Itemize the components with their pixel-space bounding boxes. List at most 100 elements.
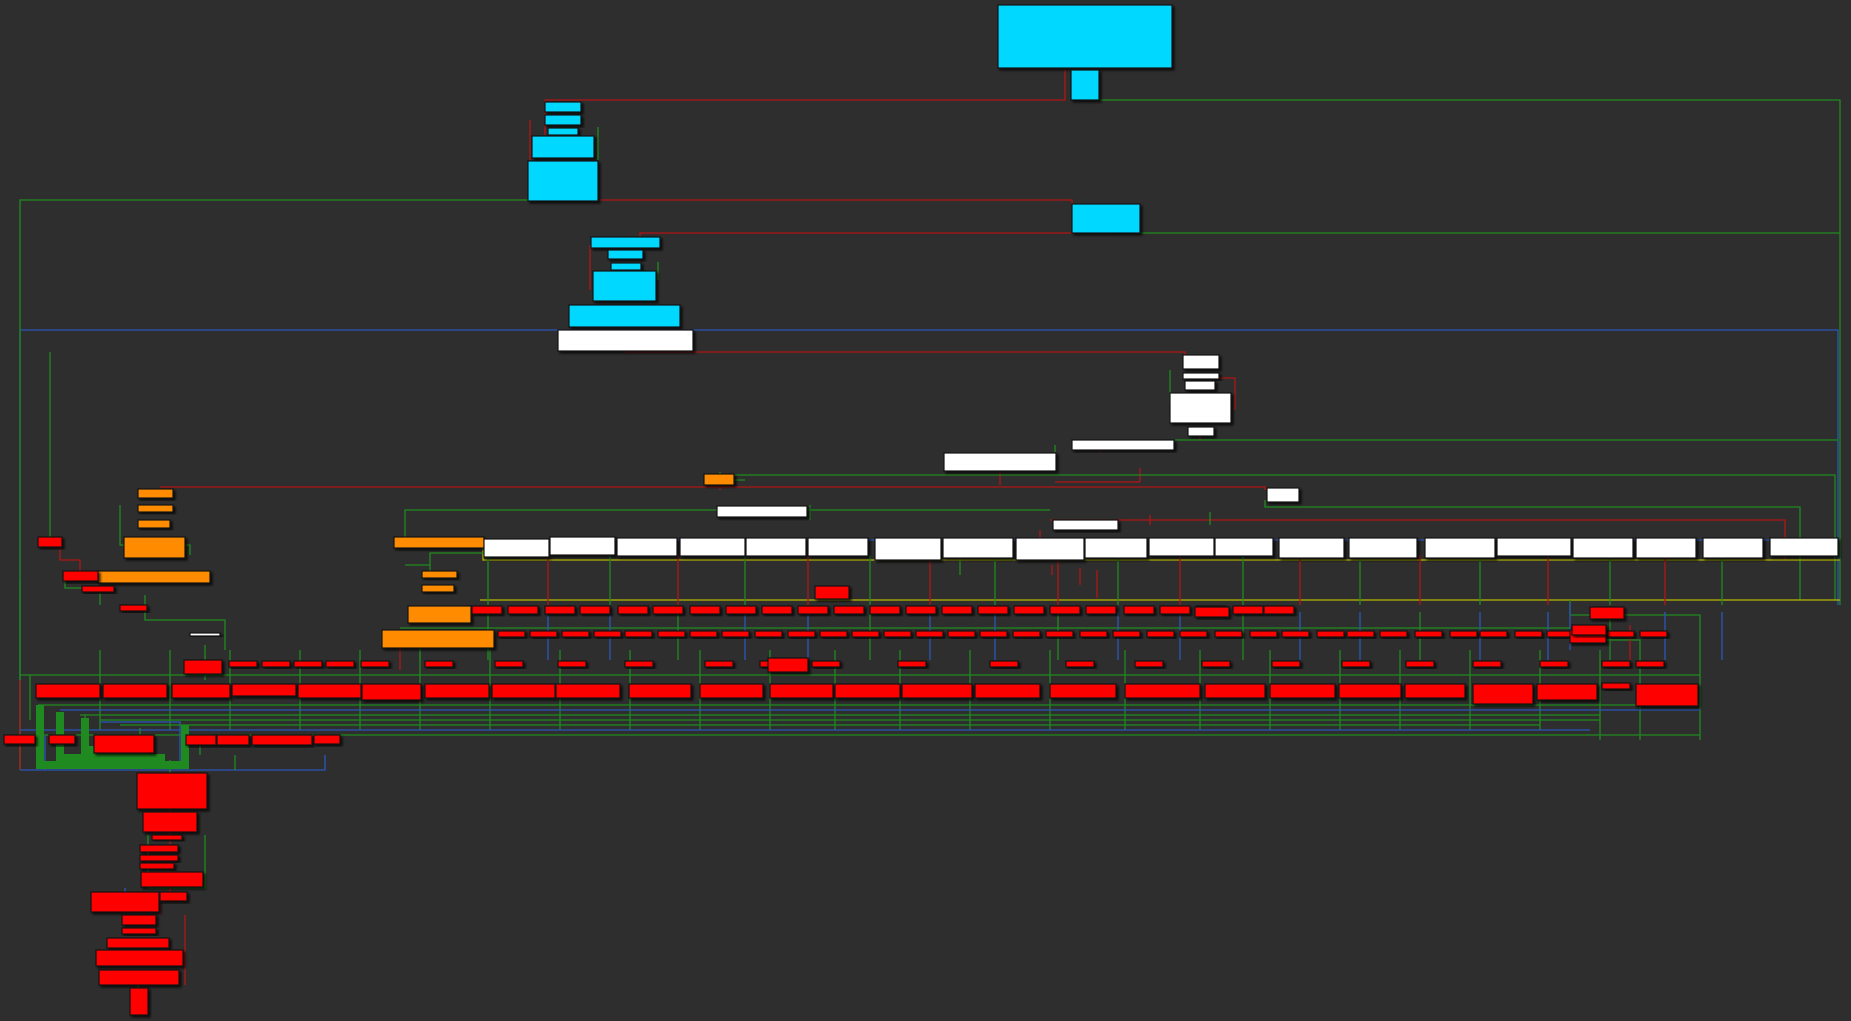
graph-node[interactable] [1639, 630, 1668, 638]
graph-node[interactable] [1601, 682, 1631, 690]
graph-node[interactable] [1084, 537, 1148, 559]
graph-node[interactable] [657, 630, 686, 638]
graph-node[interactable] [549, 536, 616, 556]
graph-node[interactable] [139, 854, 179, 862]
graph-node[interactable] [1572, 537, 1634, 559]
graph-node[interactable] [1182, 372, 1220, 380]
graph-node[interactable] [561, 630, 590, 638]
graph-node[interactable] [151, 834, 183, 841]
graph-node[interactable] [544, 114, 582, 126]
graph-node[interactable] [1184, 380, 1216, 391]
graph-node[interactable] [1071, 439, 1175, 451]
graph-node[interactable] [95, 949, 184, 967]
graph-node[interactable] [974, 683, 1041, 699]
graph-node[interactable] [897, 660, 927, 668]
graph-node[interactable] [947, 630, 976, 638]
graph-node[interactable] [98, 969, 180, 986]
graph-node[interactable] [1536, 683, 1598, 701]
graph-node[interactable] [716, 505, 808, 518]
graph-node[interactable] [905, 605, 937, 615]
graph-node[interactable] [1249, 630, 1278, 638]
graph-node[interactable] [1348, 537, 1418, 559]
graph-node[interactable] [97, 570, 211, 584]
graph-node[interactable] [1204, 683, 1266, 699]
graph-node[interactable] [261, 660, 291, 668]
graph-node[interactable] [1071, 203, 1141, 234]
graph-node[interactable] [624, 660, 654, 668]
graph-node[interactable] [807, 537, 869, 557]
graph-node[interactable] [313, 734, 341, 745]
graph-node[interactable] [1052, 519, 1119, 531]
graph-node[interactable] [754, 630, 783, 638]
graph-node[interactable] [529, 630, 558, 638]
graph-node[interactable] [159, 891, 188, 902]
graph-node[interactable] [139, 862, 175, 870]
graph-node[interactable] [1266, 487, 1300, 503]
graph-node[interactable] [1214, 537, 1274, 557]
graph-node[interactable] [833, 605, 865, 615]
graph-node[interactable] [1769, 537, 1839, 557]
graph-node[interactable] [137, 504, 174, 513]
graph-node[interactable] [1496, 537, 1572, 557]
graph-node[interactable] [421, 584, 455, 593]
graph-node[interactable] [901, 683, 973, 699]
graph-node[interactable] [1085, 605, 1117, 615]
graph-node[interactable] [555, 683, 621, 699]
graph-node[interactable] [787, 630, 816, 638]
graph-node[interactable] [874, 537, 942, 561]
graph-node[interactable] [1148, 537, 1215, 557]
graph-node[interactable] [129, 987, 149, 1016]
graph-node[interactable] [1169, 392, 1232, 424]
graph-node[interactable] [189, 632, 221, 637]
graph-node[interactable] [592, 270, 657, 302]
graph-node[interactable] [721, 630, 750, 638]
graph-node[interactable] [704, 660, 734, 668]
graph-node[interactable] [119, 604, 148, 612]
graph-node[interactable] [607, 249, 644, 260]
graph-node[interactable] [590, 236, 661, 249]
graph-node[interactable] [617, 605, 649, 615]
graph-node[interactable] [699, 683, 764, 699]
graph-node[interactable] [471, 605, 503, 615]
graph-node[interactable] [1124, 683, 1201, 699]
graph-node[interactable] [819, 630, 848, 638]
graph-node[interactable] [1232, 605, 1264, 615]
graph-node[interactable] [293, 660, 323, 668]
graph-node[interactable] [1635, 660, 1665, 668]
graph-node[interactable] [1271, 660, 1301, 668]
graph-node[interactable] [811, 660, 841, 668]
graph-node[interactable] [62, 570, 99, 582]
graph-node[interactable] [568, 304, 681, 328]
graph-node[interactable] [943, 452, 1057, 472]
graph-node[interactable] [507, 605, 539, 615]
graph-node[interactable] [139, 844, 179, 853]
graph-node[interactable] [1278, 537, 1345, 559]
graph-node[interactable] [483, 538, 550, 558]
graph-node[interactable] [1112, 630, 1141, 638]
graph-node[interactable] [1182, 354, 1220, 370]
graph-node[interactable] [834, 683, 901, 699]
graph-node[interactable] [142, 811, 198, 833]
graph-node[interactable] [579, 605, 611, 615]
graph-node[interactable] [1194, 606, 1230, 618]
graph-node[interactable] [544, 605, 576, 615]
graph-node[interactable] [1571, 624, 1607, 636]
graph-node[interactable] [547, 127, 579, 136]
graph-node[interactable] [121, 914, 157, 926]
graph-node[interactable] [624, 630, 653, 638]
graph-node[interactable] [557, 329, 694, 352]
graph-node[interactable] [989, 660, 1019, 668]
graph-node[interactable] [231, 683, 297, 697]
graph-node[interactable] [1214, 630, 1243, 638]
graph-node[interactable] [761, 605, 793, 615]
graph-node[interactable] [942, 537, 1014, 559]
graph-node[interactable] [228, 660, 258, 668]
graph-node[interactable] [689, 605, 721, 615]
graph-node[interactable] [37, 536, 63, 548]
graph-node[interactable] [1012, 630, 1041, 638]
graph-node[interactable] [1187, 426, 1215, 437]
graph-node[interactable] [1589, 606, 1625, 620]
graph-node[interactable] [424, 660, 454, 668]
graph-node[interactable] [93, 734, 155, 754]
